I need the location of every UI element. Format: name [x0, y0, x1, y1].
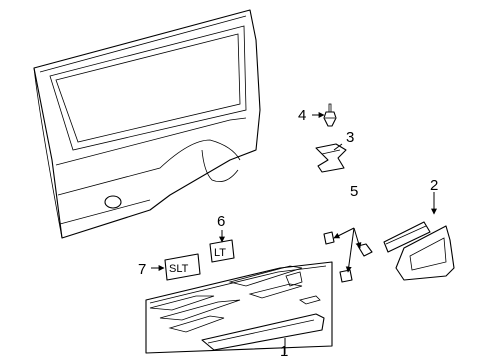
callout-labels: 1 2 3 4 5 6 7: [138, 107, 438, 360]
lower-molding-panel-1: [145, 261, 333, 354]
leader-5b: [353, 227, 362, 249]
callout-1: 1: [280, 343, 288, 360]
callout-6: 6: [217, 213, 225, 230]
bracket-3: [315, 143, 347, 173]
callout-7: 7: [138, 261, 146, 278]
lt-emblem: LT: [209, 239, 235, 263]
screws-5: [323, 231, 373, 283]
leader-lines: [151, 112, 437, 354]
leader-5a: [333, 227, 355, 239]
callout-4: 4: [298, 107, 306, 124]
callout-2: 2: [430, 177, 438, 194]
side-panel: [33, 9, 261, 239]
callout-5: 5: [350, 183, 358, 200]
callout-3: 3: [346, 129, 354, 146]
rear-molding-2: [383, 221, 455, 281]
leader-3: [333, 143, 343, 151]
leader-5c: [345, 227, 355, 273]
fastener-clip-4: [323, 103, 337, 127]
slt-emblem-text: SLT: [169, 263, 189, 275]
lt-emblem-text: LT: [214, 247, 226, 259]
slt-emblem: SLT: [164, 253, 201, 281]
